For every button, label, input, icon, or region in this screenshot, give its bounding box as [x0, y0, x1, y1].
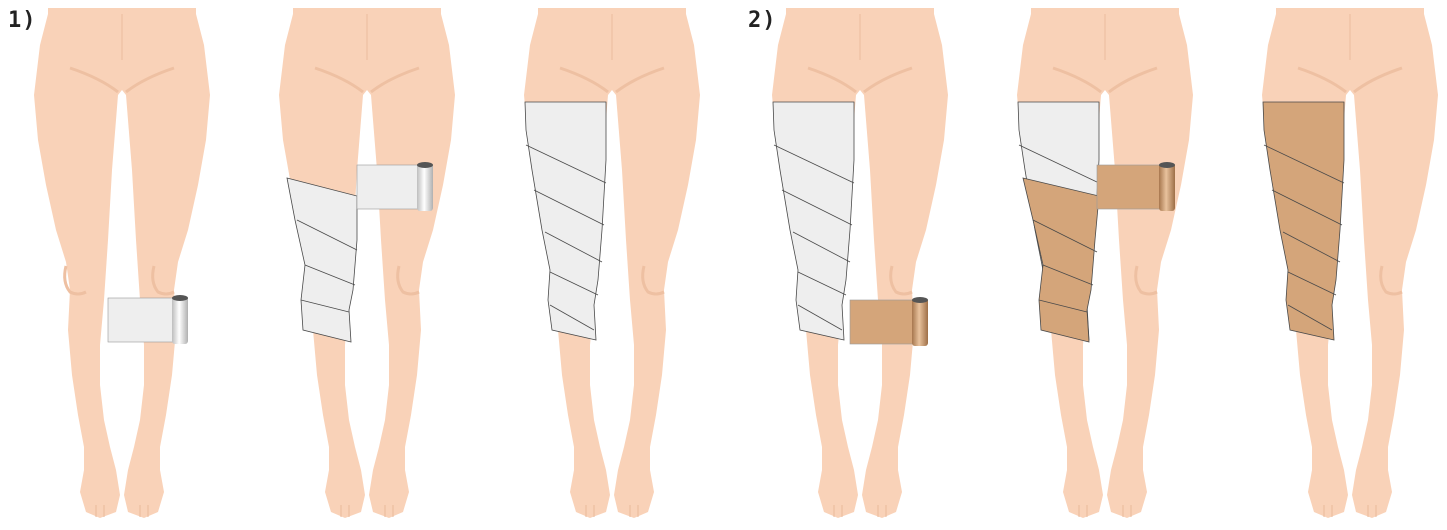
white-roll-core — [172, 295, 188, 301]
white-wrap-full — [773, 102, 854, 340]
panel-6 — [1262, 8, 1438, 518]
tan-roll-core — [1159, 162, 1175, 168]
panel-4 — [772, 8, 948, 518]
legs-skin — [34, 14, 210, 518]
white-roll-cylinder — [417, 163, 433, 211]
step-2-label: 2) — [748, 8, 777, 33]
tan-roll-cylinder — [1159, 163, 1175, 211]
white-roll-core — [417, 162, 433, 168]
panel-1 — [34, 8, 210, 518]
white-wrap-full — [525, 102, 606, 340]
white-roll — [357, 162, 433, 211]
tan-roll-strip — [1097, 165, 1167, 209]
panel-2 — [279, 8, 455, 518]
panel-5 — [1017, 8, 1193, 518]
white-roll — [108, 295, 188, 344]
panel-3 — [524, 8, 700, 518]
tan-wrap-full — [1263, 102, 1344, 340]
tan-wrap-partial — [1023, 178, 1099, 342]
white-roll-strip — [108, 298, 180, 342]
tan-roll — [850, 297, 928, 346]
tan-roll-strip — [850, 300, 920, 344]
white-wrap-partial — [287, 178, 357, 342]
step-1-label: 1) — [8, 8, 37, 33]
tan-roll-cylinder — [912, 298, 928, 346]
white-roll-cylinder — [172, 296, 188, 344]
white-roll-strip — [357, 165, 425, 209]
tan-roll — [1097, 162, 1175, 211]
tan-roll-core — [912, 297, 928, 303]
